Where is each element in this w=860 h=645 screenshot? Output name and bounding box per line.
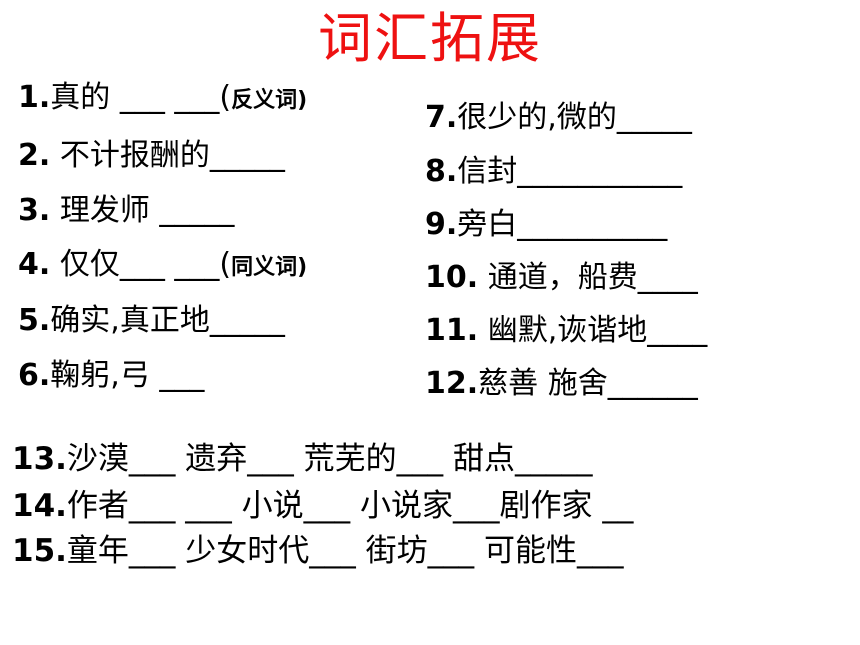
item-number: 11.	[425, 313, 479, 348]
item-number: 10.	[425, 260, 479, 295]
list-item: 13.沙漠___ 遗弃___ 荒芜的___ 甜点_____	[12, 440, 592, 478]
page-title: 词汇拓展	[318, 7, 542, 70]
list-item: 1.真的 ___ ___(反义词)	[18, 80, 307, 119]
item-number: 15.	[12, 533, 67, 569]
item-text: 不计报酬的_____	[50, 138, 285, 173]
item-text: 确实,真正地_____	[50, 303, 285, 338]
item-number: 2.	[18, 138, 51, 173]
list-item: 10. 通道，船费____	[425, 260, 698, 296]
item-number: 1.	[18, 80, 51, 115]
item-text: 理发师 _____	[50, 193, 235, 228]
list-item: 5.确实,真正地_____	[18, 303, 285, 339]
item-number: 4.	[18, 247, 51, 282]
item-text: 仅仅___ ___(	[50, 247, 232, 282]
item-number: 6.	[18, 358, 51, 393]
list-item: 11. 幽默,诙谐地____	[425, 313, 707, 349]
item-number: 12.	[425, 366, 479, 401]
item-number: 13.	[12, 441, 67, 477]
item-text: 很少的,微的_____	[457, 100, 692, 135]
list-item: 6.鞠躬,弓 ___	[18, 358, 204, 394]
item-number: 8.	[425, 154, 458, 189]
list-item: 7.很少的,微的_____	[425, 100, 692, 136]
item-note: 反义词)	[231, 88, 308, 113]
list-item: 8.信封___________	[425, 154, 682, 190]
item-text: 旁白__________	[457, 207, 668, 242]
list-item: 2. 不计报酬的_____	[18, 138, 285, 174]
list-item: 3. 理发师 _____	[18, 193, 234, 229]
item-number: 7.	[425, 100, 458, 135]
item-text: 沙漠___ 遗弃___ 荒芜的___ 甜点_____	[66, 441, 593, 477]
item-number: 9.	[425, 207, 458, 242]
item-text: 真的 ___ ___(	[50, 80, 232, 115]
item-number: 3.	[18, 193, 51, 228]
item-note: 同义词)	[231, 255, 308, 280]
item-number: 14.	[12, 488, 67, 524]
item-text: 通道，船费____	[478, 260, 698, 295]
list-item: 4. 仅仅___ ___(同义词)	[18, 247, 307, 286]
list-item: 14.作者___ ___ 小说___ 小说家___剧作家 __	[12, 487, 633, 525]
item-number: 5.	[18, 303, 51, 338]
item-text: 信封___________	[457, 154, 683, 189]
item-text: 鞠躬,弓 ___	[50, 358, 205, 393]
item-text: 作者___ ___ 小说___ 小说家___剧作家 __	[66, 488, 634, 524]
item-text: 慈善 施舍______	[478, 366, 698, 401]
item-text: 童年___ 少女时代___ 街坊___ 可能性___	[66, 533, 624, 569]
list-item: 12.慈善 施舍______	[425, 366, 698, 402]
item-text: 幽默,诙谐地____	[478, 313, 708, 348]
list-item: 9.旁白__________	[425, 207, 667, 243]
list-item: 15.童年___ 少女时代___ 街坊___ 可能性___	[12, 532, 623, 570]
